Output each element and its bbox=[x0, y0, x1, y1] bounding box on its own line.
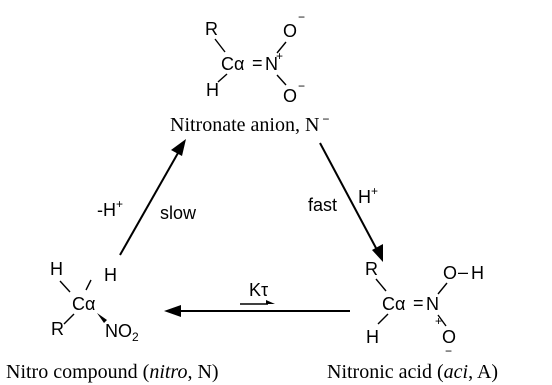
nitro-h2-bond bbox=[85, 279, 92, 291]
protonation-arrow-head bbox=[372, 244, 383, 262]
aci-n: N bbox=[426, 294, 439, 314]
nitronic-acid-structure: R Cα = N + H O – H O − bbox=[365, 259, 484, 358]
nitronate-o-bottom: O bbox=[283, 86, 297, 106]
aci-h: H bbox=[366, 327, 379, 347]
aci-n-charge: + bbox=[435, 314, 442, 328]
deprotonation-label: -H+ bbox=[97, 197, 123, 220]
nitronate-n-charge: + bbox=[276, 49, 283, 63]
aci-oh-h: H bbox=[471, 263, 484, 283]
nitro-h1-bond bbox=[59, 280, 71, 293]
aci-r-bond bbox=[375, 278, 387, 292]
nitro-h2: H bbox=[104, 265, 117, 285]
deprotonation-arrow-line bbox=[119, 152, 179, 256]
nitro-compound-structure: H H Cα R NO2 bbox=[50, 259, 139, 344]
nitronate-anion-structure: R Cα = N + H O − O − bbox=[205, 10, 305, 106]
equilibrium-constant-label: Kτ bbox=[249, 280, 268, 300]
protonation-arrow bbox=[319, 142, 383, 262]
protonation-arrow-line bbox=[319, 142, 377, 249]
aci-o-bottom: O bbox=[442, 327, 456, 347]
aci-caption: Nitronic acid (aci, A) bbox=[327, 361, 498, 383]
nitro-h1: H bbox=[50, 259, 63, 279]
nitronate-o-bottom-bond bbox=[276, 74, 287, 86]
nitro-wedge-bond bbox=[97, 313, 107, 323]
nitronate-o-top: O bbox=[283, 21, 297, 41]
nitro-calpha: Cα bbox=[72, 294, 95, 314]
nitronate-r-bond bbox=[214, 38, 226, 53]
aci-o-top-bond bbox=[437, 282, 448, 295]
tautomerization-arrow bbox=[164, 305, 350, 317]
nitro-no2: NO2 bbox=[105, 321, 139, 344]
tautomerization-arrow-head bbox=[164, 305, 181, 317]
aci-o-top: O bbox=[443, 263, 457, 283]
nitronate-o-bottom-charge: − bbox=[298, 79, 305, 93]
aci-r: R bbox=[365, 259, 378, 279]
nitronate-caption: Nitronate anion, N− bbox=[170, 112, 329, 136]
equilibrium-half-arrow-head bbox=[266, 300, 275, 304]
nitronate-r: R bbox=[205, 19, 218, 39]
aci-o-bottom-charge: − bbox=[445, 344, 452, 358]
deprotonation-arrow-head bbox=[171, 139, 186, 156]
protonation-label: H+ bbox=[358, 184, 378, 207]
nitronate-n: N bbox=[265, 54, 278, 74]
nitro-r: R bbox=[51, 319, 64, 339]
nitro-caption: Nitro compound (nitro, N) bbox=[6, 361, 219, 383]
equilibrium-half-arrow bbox=[240, 300, 275, 305]
nitronate-calpha: Cα bbox=[221, 54, 244, 74]
aci-double-bond: = bbox=[413, 293, 424, 313]
fast-label: fast bbox=[308, 195, 337, 215]
nitro-r-bond bbox=[63, 313, 75, 325]
slow-label: slow bbox=[160, 203, 197, 223]
nitronate-h-bond bbox=[217, 73, 228, 83]
aci-o-bottom-bond bbox=[437, 314, 447, 327]
aci-calpha: Cα bbox=[382, 294, 405, 314]
nitronate-o-top-bond bbox=[276, 41, 287, 54]
aci-h-bond bbox=[377, 313, 389, 325]
nitronate-double-bond: = bbox=[252, 53, 263, 73]
deprotonation-arrow bbox=[119, 139, 186, 256]
nitronate-h: H bbox=[206, 80, 219, 100]
nitronate-o-top-charge: − bbox=[298, 10, 305, 24]
aci-oh-dash: – bbox=[458, 262, 468, 282]
